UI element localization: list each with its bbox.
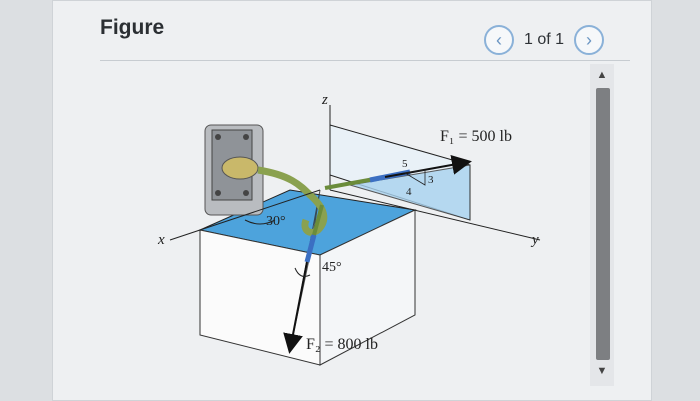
divider xyxy=(100,60,630,61)
pager: ‹ 1 of 1 › xyxy=(484,24,605,56)
scrollbar-thumb[interactable] xyxy=(596,88,610,360)
f1-arrow xyxy=(384,155,472,178)
scroll-down-arrow[interactable]: ▼ xyxy=(596,365,608,377)
slope-triangle xyxy=(403,169,426,186)
f1-slope-triangle xyxy=(349,164,471,221)
z-axis-label: z xyxy=(322,92,328,108)
angle-45-label: 45° xyxy=(322,260,342,275)
page-title: Figure xyxy=(100,16,165,39)
f1-label: F₁ = 500 lb xyxy=(440,128,512,145)
f2-sleeve xyxy=(304,234,317,263)
scroll-up-arrow[interactable]: ▲ xyxy=(596,69,608,81)
slope-4-label: 4 xyxy=(406,186,412,198)
eyebolt xyxy=(221,156,259,180)
box-side xyxy=(319,209,416,366)
next-button[interactable]: › xyxy=(574,25,605,55)
slope-5-label: 5 xyxy=(402,158,408,170)
slope-3-label: 3 xyxy=(428,174,434,186)
hook xyxy=(257,166,328,236)
y-axis-label: y xyxy=(532,232,539,248)
x-axis xyxy=(169,189,321,241)
x-axis-label: x xyxy=(158,232,165,248)
chevron-left-icon: ‹ xyxy=(496,30,502,50)
f2-label: F₂ = 800 lb xyxy=(306,336,378,353)
y-axis xyxy=(329,189,541,241)
angle-30-label: 30° xyxy=(266,214,286,229)
page-indicator: 1 of 1 xyxy=(524,31,565,48)
chevron-right-icon: › xyxy=(586,30,593,50)
figure-diagram xyxy=(169,105,541,366)
prev-button[interactable]: ‹ xyxy=(484,25,514,55)
